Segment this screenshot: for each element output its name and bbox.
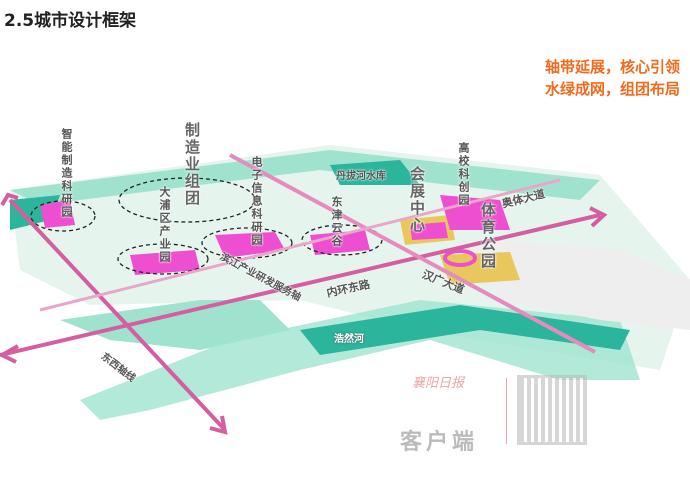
label-manufacturing-cluster: 制造业组团 xyxy=(183,122,201,207)
label-reservoir: 丹拔河水库 xyxy=(336,171,386,182)
slogan: 轴带延展，核心引领 水绿成网，组团布局 xyxy=(545,56,680,100)
label-dongjin-valley: 东津云谷 xyxy=(330,196,343,248)
axis-east-west xyxy=(0,213,601,357)
label-river: 浩然河 xyxy=(334,334,364,345)
development-axes xyxy=(0,153,608,435)
axis-olympic xyxy=(39,178,561,312)
label-dapu-park: 大浦区产业园 xyxy=(158,186,171,264)
divider xyxy=(506,378,507,444)
axis-north-south xyxy=(8,198,227,432)
slogan-line: 轴带延展，核心引领 xyxy=(544,58,680,76)
label-smart-manufacturing: 智能制造科研园 xyxy=(60,128,73,219)
page-title: 2.5城市设计框架 xyxy=(4,11,137,31)
qr-code xyxy=(517,375,587,445)
watermark-brand: 襄阳日报 xyxy=(412,376,465,391)
label-sports-park: 体育公园 xyxy=(479,202,497,270)
watermark-app: 客户端 xyxy=(400,430,479,455)
slogan-line: 水绿成网，组团布局 xyxy=(544,80,680,98)
label-university-park: 高校科创园 xyxy=(457,142,470,207)
districts xyxy=(40,195,520,285)
label-expo-center: 会展中心 xyxy=(408,166,426,234)
axis-diagonal xyxy=(229,153,596,354)
label-electronics-park: 电子信息科研园 xyxy=(250,156,263,247)
